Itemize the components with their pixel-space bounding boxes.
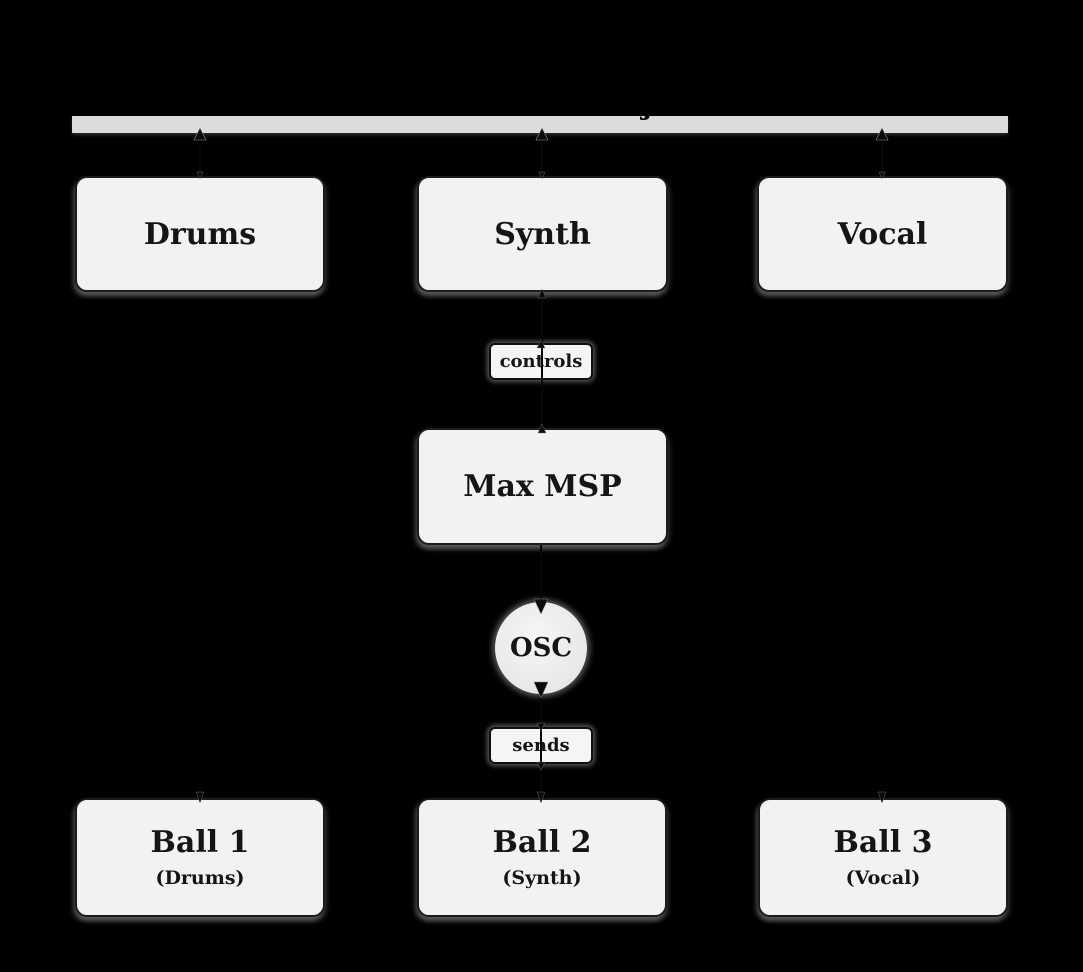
edge-label-sends-text: sends [512,735,570,756]
max-msp-box: Max MSP [417,428,668,545]
ball-box-2: Ball 2 (Synth) [417,798,667,917]
ball-label-1: Ball 1 [150,825,250,860]
track-label-vocal: Vocal [837,216,928,252]
track-box-synth: Synth [417,176,668,292]
track-box-vocal: Vocal [757,176,1008,292]
edge-label-controls: controls [489,343,593,380]
max-msp-label: Max MSP [463,469,622,504]
diagram-title: Ableton Live Project [383,90,700,121]
ball-box-3: Ball 3 (Vocal) [758,798,1008,917]
track-label-drums: Drums [143,216,257,252]
osc-label: OSC [509,633,573,663]
osc-node: OSC [495,602,587,694]
ball-label-2: Ball 2 [492,825,592,860]
ball-label-3: Ball 3 [833,825,933,860]
ableton-live-bar [72,116,1008,133]
edge-label-sends: sends [489,727,593,764]
ball-sublabel-2: (Synth) [502,867,582,889]
edge-label-controls-text: controls [499,351,583,372]
track-label-synth: Synth [494,216,591,252]
track-box-drums: Drums [75,176,325,292]
ball-sublabel-3: (Vocal) [845,867,921,889]
ball-sublabel-1: (Drums) [155,867,245,889]
ball-box-1: Ball 1 (Drums) [75,798,325,917]
